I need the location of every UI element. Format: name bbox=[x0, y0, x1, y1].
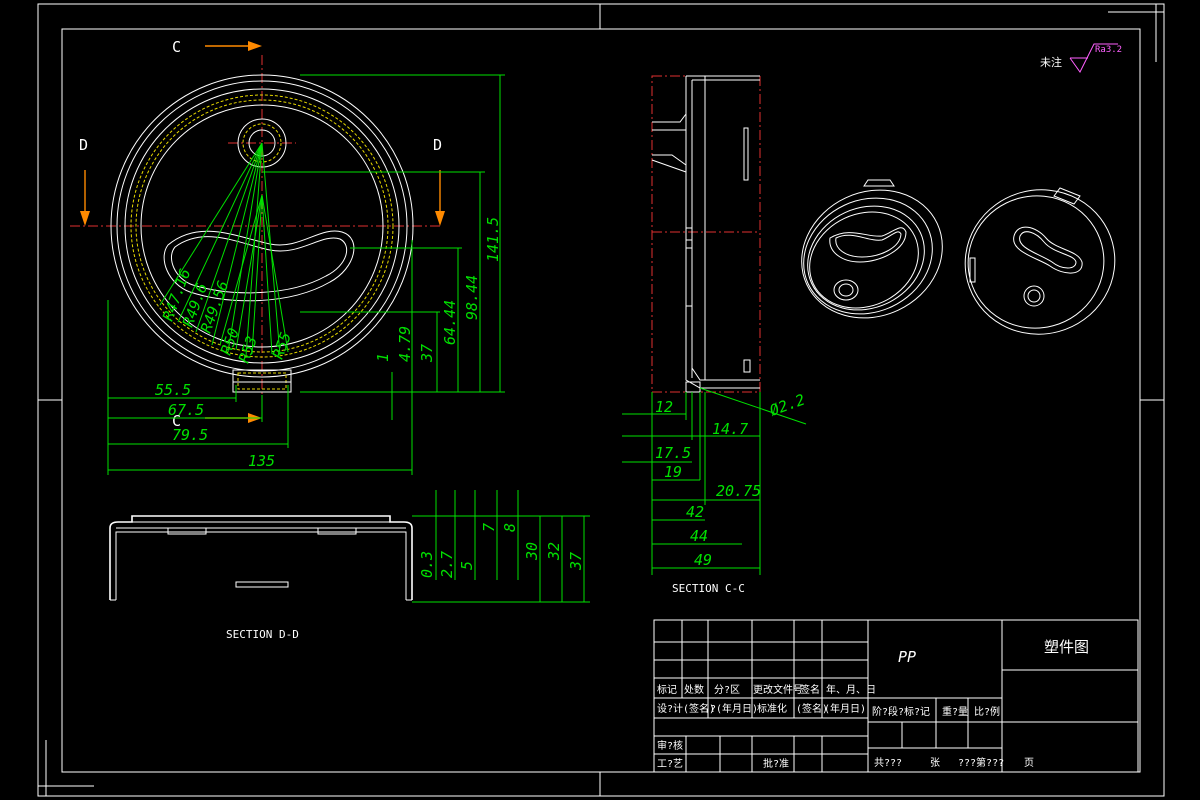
tb-r2-c4: 标准化 bbox=[757, 702, 787, 715]
weight-label: 重?量 bbox=[942, 705, 968, 718]
page-unit: 页 bbox=[1024, 757, 1034, 769]
vdim-4: 37 bbox=[418, 344, 436, 363]
cc-dim-8: 49 bbox=[694, 551, 712, 569]
drawing-frame bbox=[37, 3, 1165, 797]
sheet-total: 共??? bbox=[874, 757, 902, 769]
section-cc-dimensions: 12 14.7 17.5 19 20.75 42 44 49 Ø2.2 bbox=[655, 390, 807, 569]
tb-r4-c1: 工?艺 bbox=[657, 758, 683, 770]
scale-label: 比?例 bbox=[974, 705, 1000, 718]
tb-r2-c2: (签名) bbox=[683, 702, 715, 715]
cut-label-d-right: D bbox=[433, 136, 442, 154]
material-label: PP bbox=[898, 648, 916, 666]
hdim-2: 67.5 bbox=[168, 401, 204, 419]
hdim-3: 79.5 bbox=[172, 426, 208, 444]
stage-mark-label: 阶?段?标?记 bbox=[872, 705, 930, 718]
vdim-5: 4.79 bbox=[396, 326, 414, 362]
cc-dim-3: 17.5 bbox=[655, 444, 691, 462]
drawing-name: 塑件图 bbox=[1044, 638, 1089, 656]
dd-dim-7: 32 bbox=[545, 542, 563, 561]
tb-r1-c4: 更改文件号 bbox=[753, 683, 803, 696]
cc-dim-6: 42 bbox=[686, 503, 704, 521]
tb-r2-c5: (签名) bbox=[796, 702, 828, 715]
dd-dim-3: 5 bbox=[458, 561, 476, 570]
hdim-1: 55.5 bbox=[155, 381, 191, 399]
cc-dim-4: 19 bbox=[664, 463, 682, 481]
dd-dim-6: 30 bbox=[523, 542, 541, 561]
dd-dim-2: 2.7 bbox=[438, 551, 456, 578]
vdim-2: 98.44 bbox=[463, 275, 481, 320]
vdim-6: 1 bbox=[374, 353, 392, 362]
tb-r1-c5: 签名 bbox=[800, 683, 820, 696]
tb-r3-c1: 审?核 bbox=[657, 739, 683, 752]
cut-label-c-bottom: C bbox=[172, 412, 181, 430]
tb-r4-c2: 批?准 bbox=[763, 757, 789, 770]
tb-r1-c2: 处数 bbox=[684, 683, 704, 696]
dd-dim-8: 37 bbox=[567, 552, 585, 571]
tb-r2-c1: 设?计 bbox=[657, 702, 683, 715]
tb-r2-c6: (年月日) bbox=[824, 702, 866, 715]
tb-r2-c3: ?(年月日) bbox=[710, 702, 758, 715]
surface-roughness-note: 未注 Ra3.2 bbox=[1040, 43, 1122, 73]
dd-dim-5: 8 bbox=[501, 523, 519, 532]
tb-r1-c1: 标记 bbox=[657, 684, 677, 696]
cut-label-c-top: C bbox=[172, 38, 181, 56]
cc-dim-7: 44 bbox=[690, 527, 708, 545]
roughness-value: Ra3.2 bbox=[1095, 45, 1122, 55]
cut-label-d-left: D bbox=[79, 136, 88, 154]
tb-r1-c3: 分?区 bbox=[714, 684, 740, 696]
dd-dim-4: 7 bbox=[480, 523, 498, 532]
isometric-view-1 bbox=[801, 179, 943, 319]
sheet-number: ???第??? bbox=[958, 756, 1004, 769]
section-dd-view: SECTION D-D 0.3 2.7 5 7 8 30 32 37 bbox=[109, 490, 590, 641]
front-view: R47.16 R49.6 R49.56 R50 R53 R55 C C D D bbox=[70, 38, 505, 475]
radius-dimensions: R47.16 R49.6 R49.56 R50 R53 R55 bbox=[159, 266, 295, 365]
sheet-unit: 张 bbox=[930, 757, 940, 769]
roughness-prefix: 未注 bbox=[1040, 55, 1062, 69]
cc-dim-2: 14.7 bbox=[712, 420, 748, 438]
cc-dim-9: Ø2.2 bbox=[767, 390, 807, 419]
vdim-1: 141.5 bbox=[484, 217, 502, 262]
section-dd-dimensions: 0.3 2.7 5 7 8 30 32 37 bbox=[418, 523, 585, 578]
cc-dim-1: 12 bbox=[655, 398, 673, 416]
vdim-3: 64.44 bbox=[441, 300, 459, 345]
cc-dim-5: 20.75 bbox=[716, 482, 761, 500]
vertical-dimensions: 141.5 98.44 64.44 37 4.79 1 bbox=[374, 217, 502, 363]
horizontal-dimensions: 55.5 67.5 79.5 135 bbox=[155, 381, 275, 470]
section-dd-label: SECTION D-D bbox=[226, 628, 299, 641]
title-block: PP 塑件图 标记 处数 分?区 更改文件号 签名 年、月、日 设?计 (签名)… bbox=[653, 619, 1139, 773]
isometric-view-2 bbox=[964, 187, 1116, 335]
radius-dim-6: R55 bbox=[269, 330, 295, 362]
section-cc-view: SECTION C-C 12 14.7 17.5 19 20.75 42 bbox=[622, 75, 807, 595]
tb-r1-c6: 年、月、日 bbox=[826, 683, 876, 696]
hdim-4: 135 bbox=[248, 452, 275, 470]
section-cc-label: SECTION C-C bbox=[672, 582, 745, 595]
cut-plane-d: D D bbox=[79, 136, 445, 226]
dd-dim-1: 0.3 bbox=[418, 551, 436, 578]
